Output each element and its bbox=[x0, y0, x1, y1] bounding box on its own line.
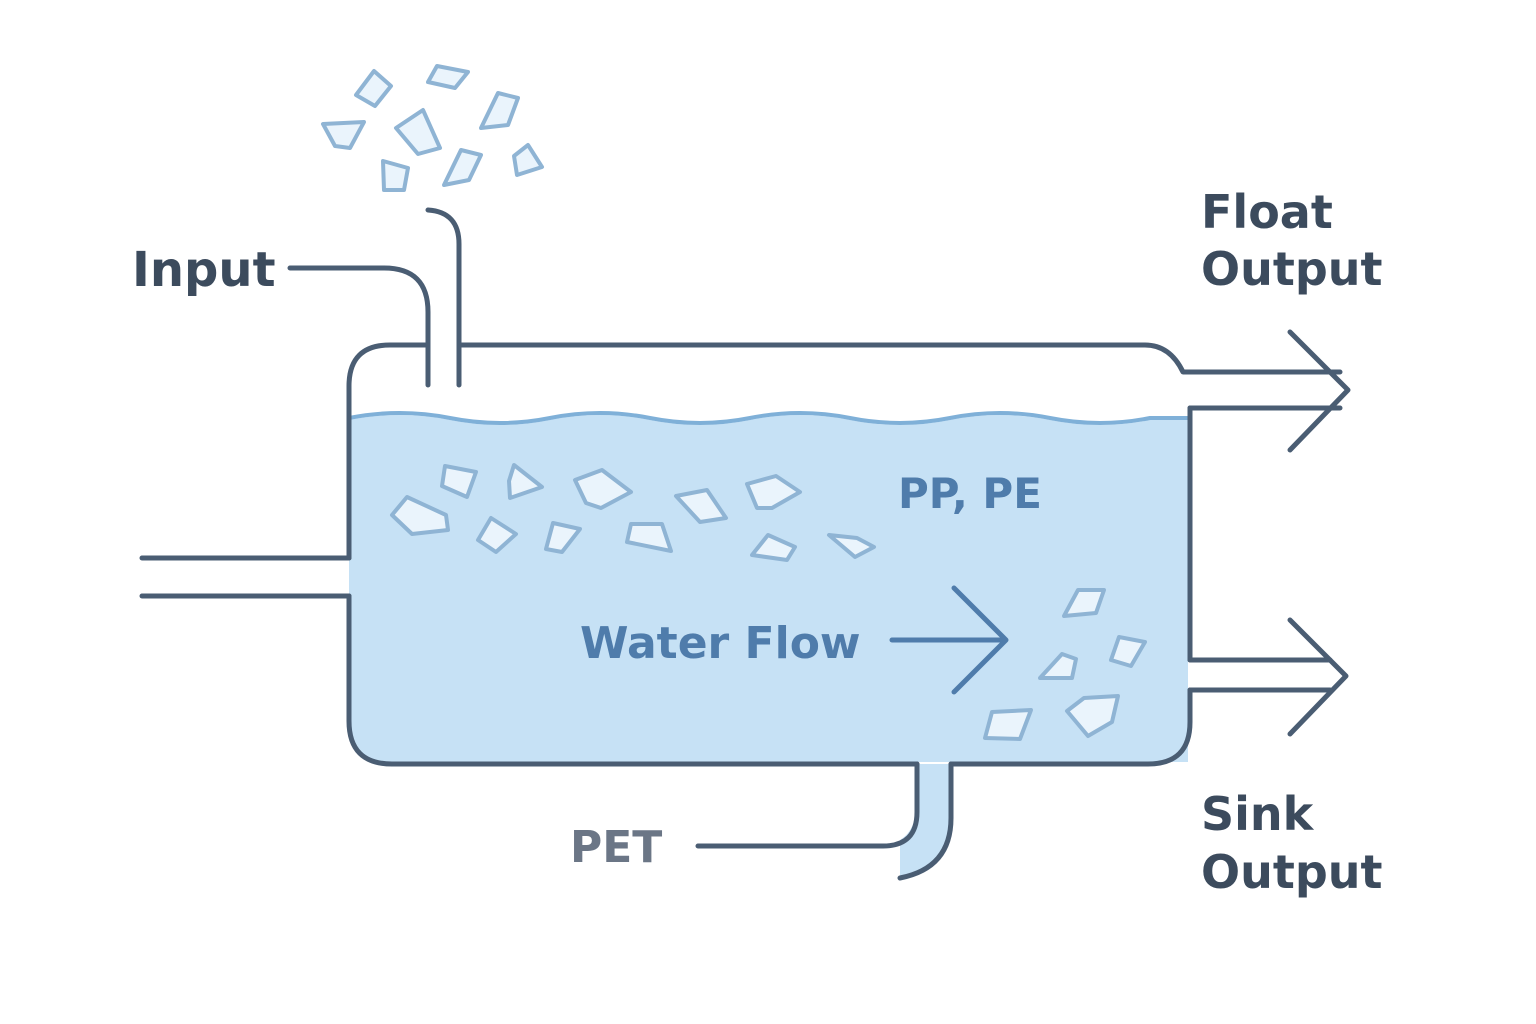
floating-plastics-label: PP, PE bbox=[898, 469, 1042, 518]
flake bbox=[1038, 652, 1078, 680]
float-output-label-line1: Float bbox=[1201, 185, 1333, 239]
sinking-plastics-label: PET bbox=[570, 822, 662, 873]
input-label: Input bbox=[132, 242, 276, 298]
flake bbox=[394, 108, 442, 156]
flake bbox=[476, 516, 518, 554]
separation-tank bbox=[346, 342, 1343, 767]
pet-discharge-pipe bbox=[695, 761, 954, 881]
flake bbox=[440, 464, 478, 499]
flake bbox=[750, 533, 797, 562]
flake bbox=[983, 708, 1033, 741]
flake bbox=[507, 463, 544, 500]
flake bbox=[442, 148, 483, 187]
water-inlet-pipe bbox=[139, 555, 352, 599]
flake bbox=[1109, 635, 1147, 668]
flake bbox=[573, 468, 633, 510]
water-surface-line bbox=[348, 411, 1188, 425]
flake bbox=[426, 64, 470, 90]
sink-output-arrow bbox=[1187, 617, 1349, 737]
flake bbox=[479, 91, 520, 130]
flake bbox=[390, 495, 450, 536]
pet-discharge-water bbox=[900, 764, 951, 878]
flake bbox=[1062, 588, 1106, 618]
water-flow-label: Water Flow bbox=[580, 618, 861, 669]
water-flow-arrow bbox=[889, 585, 1009, 695]
flake bbox=[827, 533, 876, 559]
water-body bbox=[349, 415, 1188, 762]
flake bbox=[381, 159, 410, 192]
sink-output-label-line2: Output bbox=[1201, 845, 1383, 899]
flake bbox=[625, 522, 673, 553]
flake bbox=[512, 143, 544, 177]
input-feed-pipe bbox=[287, 207, 462, 388]
flake bbox=[354, 69, 393, 108]
floating-plastic-flakes bbox=[390, 463, 876, 562]
float-output-label-line2: Output bbox=[1201, 242, 1383, 296]
flake bbox=[544, 521, 582, 554]
flake bbox=[1065, 694, 1120, 738]
flake bbox=[745, 474, 802, 510]
sink-output-label-line1: Sink bbox=[1201, 787, 1315, 841]
flake bbox=[321, 120, 366, 150]
flake bbox=[674, 488, 728, 524]
float-output-arrow bbox=[1187, 329, 1351, 453]
sinking-plastic-flakes bbox=[983, 588, 1147, 741]
input-plastic-flakes bbox=[321, 64, 544, 192]
